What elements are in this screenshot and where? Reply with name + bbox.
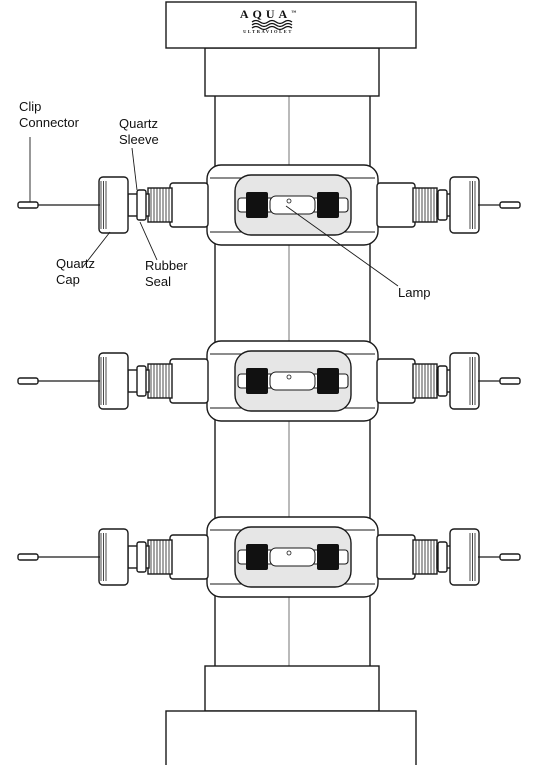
rubber-seal-label-line-1: Rubber: [145, 258, 188, 273]
logo-wave-line: [251, 22, 293, 28]
lamp-end-right: [317, 544, 339, 570]
quartz-cap-label-line-2: Cap: [56, 272, 80, 287]
quartz-sleeve-label: Quartz Sleeve: [119, 116, 159, 148]
right-tube-stub: [376, 358, 416, 404]
clip-connector-label-line-1: Clip: [19, 99, 42, 114]
lamp-end-right: [317, 192, 339, 218]
lamp-end-left: [246, 544, 268, 570]
lamp-centre: [269, 547, 316, 567]
uv-unit-middle: [17, 340, 521, 422]
lamp-end-right: [317, 368, 339, 394]
lamp-pin: [286, 198, 292, 204]
lamp-end-left: [246, 192, 268, 218]
quartz-sleeve-leader: [131, 147, 138, 191]
aqua-ultraviolet-logo: AQUA™ ULTRAVIOLET: [238, 8, 298, 35]
logo-waves: [251, 19, 293, 31]
lamp-centre: [269, 195, 316, 215]
logo-wave-line: [251, 19, 293, 25]
clip-connector-label-line-2: Connector: [19, 115, 79, 130]
left-clip-connector: [17, 201, 39, 209]
rubber-seal-label-line-2: Seal: [145, 274, 172, 289]
quartz-cap-leader: [81, 231, 111, 269]
quartz-sleeve-label-line-1: Quartz: [119, 116, 159, 131]
rubber-seal: [136, 541, 147, 573]
right-tube-stub: [376, 182, 416, 228]
lamp-end-left: [246, 368, 268, 394]
right-clip-connector: [499, 377, 521, 385]
logo-wave-line: [251, 25, 293, 31]
left-tube-stub: [169, 182, 209, 228]
uv-unit-lower: [17, 516, 521, 598]
clip-connector-label: Clip Connector: [19, 99, 79, 131]
lamp-leader: [285, 205, 399, 287]
lamp-centre: [269, 371, 316, 391]
top-neck: [204, 47, 380, 97]
quartz-sleeve-label-line-2: Sleeve: [119, 132, 159, 147]
lamp-pin: [286, 550, 292, 556]
quartz-cap-label: Quartz Cap: [56, 256, 95, 288]
rubber-seal-label: Rubber Seal: [145, 258, 188, 290]
left-tube-stub: [169, 534, 209, 580]
lamp-pin: [286, 374, 292, 380]
rubber-seal: [136, 365, 147, 397]
right-tube-stub: [376, 534, 416, 580]
left-tube-stub: [169, 358, 209, 404]
left-clip-connector: [17, 553, 39, 561]
logo-name: AQUA: [239, 7, 292, 21]
quartz-cap-label-line-1: Quartz: [56, 256, 96, 271]
left-clip-connector: [17, 377, 39, 385]
rubber-seal-right: [437, 541, 448, 573]
uv-unit-upper: [17, 164, 521, 246]
bottom-neck: [204, 665, 380, 712]
rubber-seal-right: [437, 365, 448, 397]
logo-tagline: ULTRAVIOLET: [243, 29, 293, 34]
logo-trademark: ™: [291, 11, 297, 16]
bottom-flange: [165, 710, 417, 765]
rubber-seal-right: [437, 189, 448, 221]
right-clip-connector: [499, 553, 521, 561]
right-clip-connector: [499, 201, 521, 209]
lamp-label: Lamp: [398, 285, 431, 300]
rubber-seal-leader: [139, 221, 158, 261]
rubber-seal: [136, 189, 147, 221]
leader-lines: [29, 137, 399, 287]
